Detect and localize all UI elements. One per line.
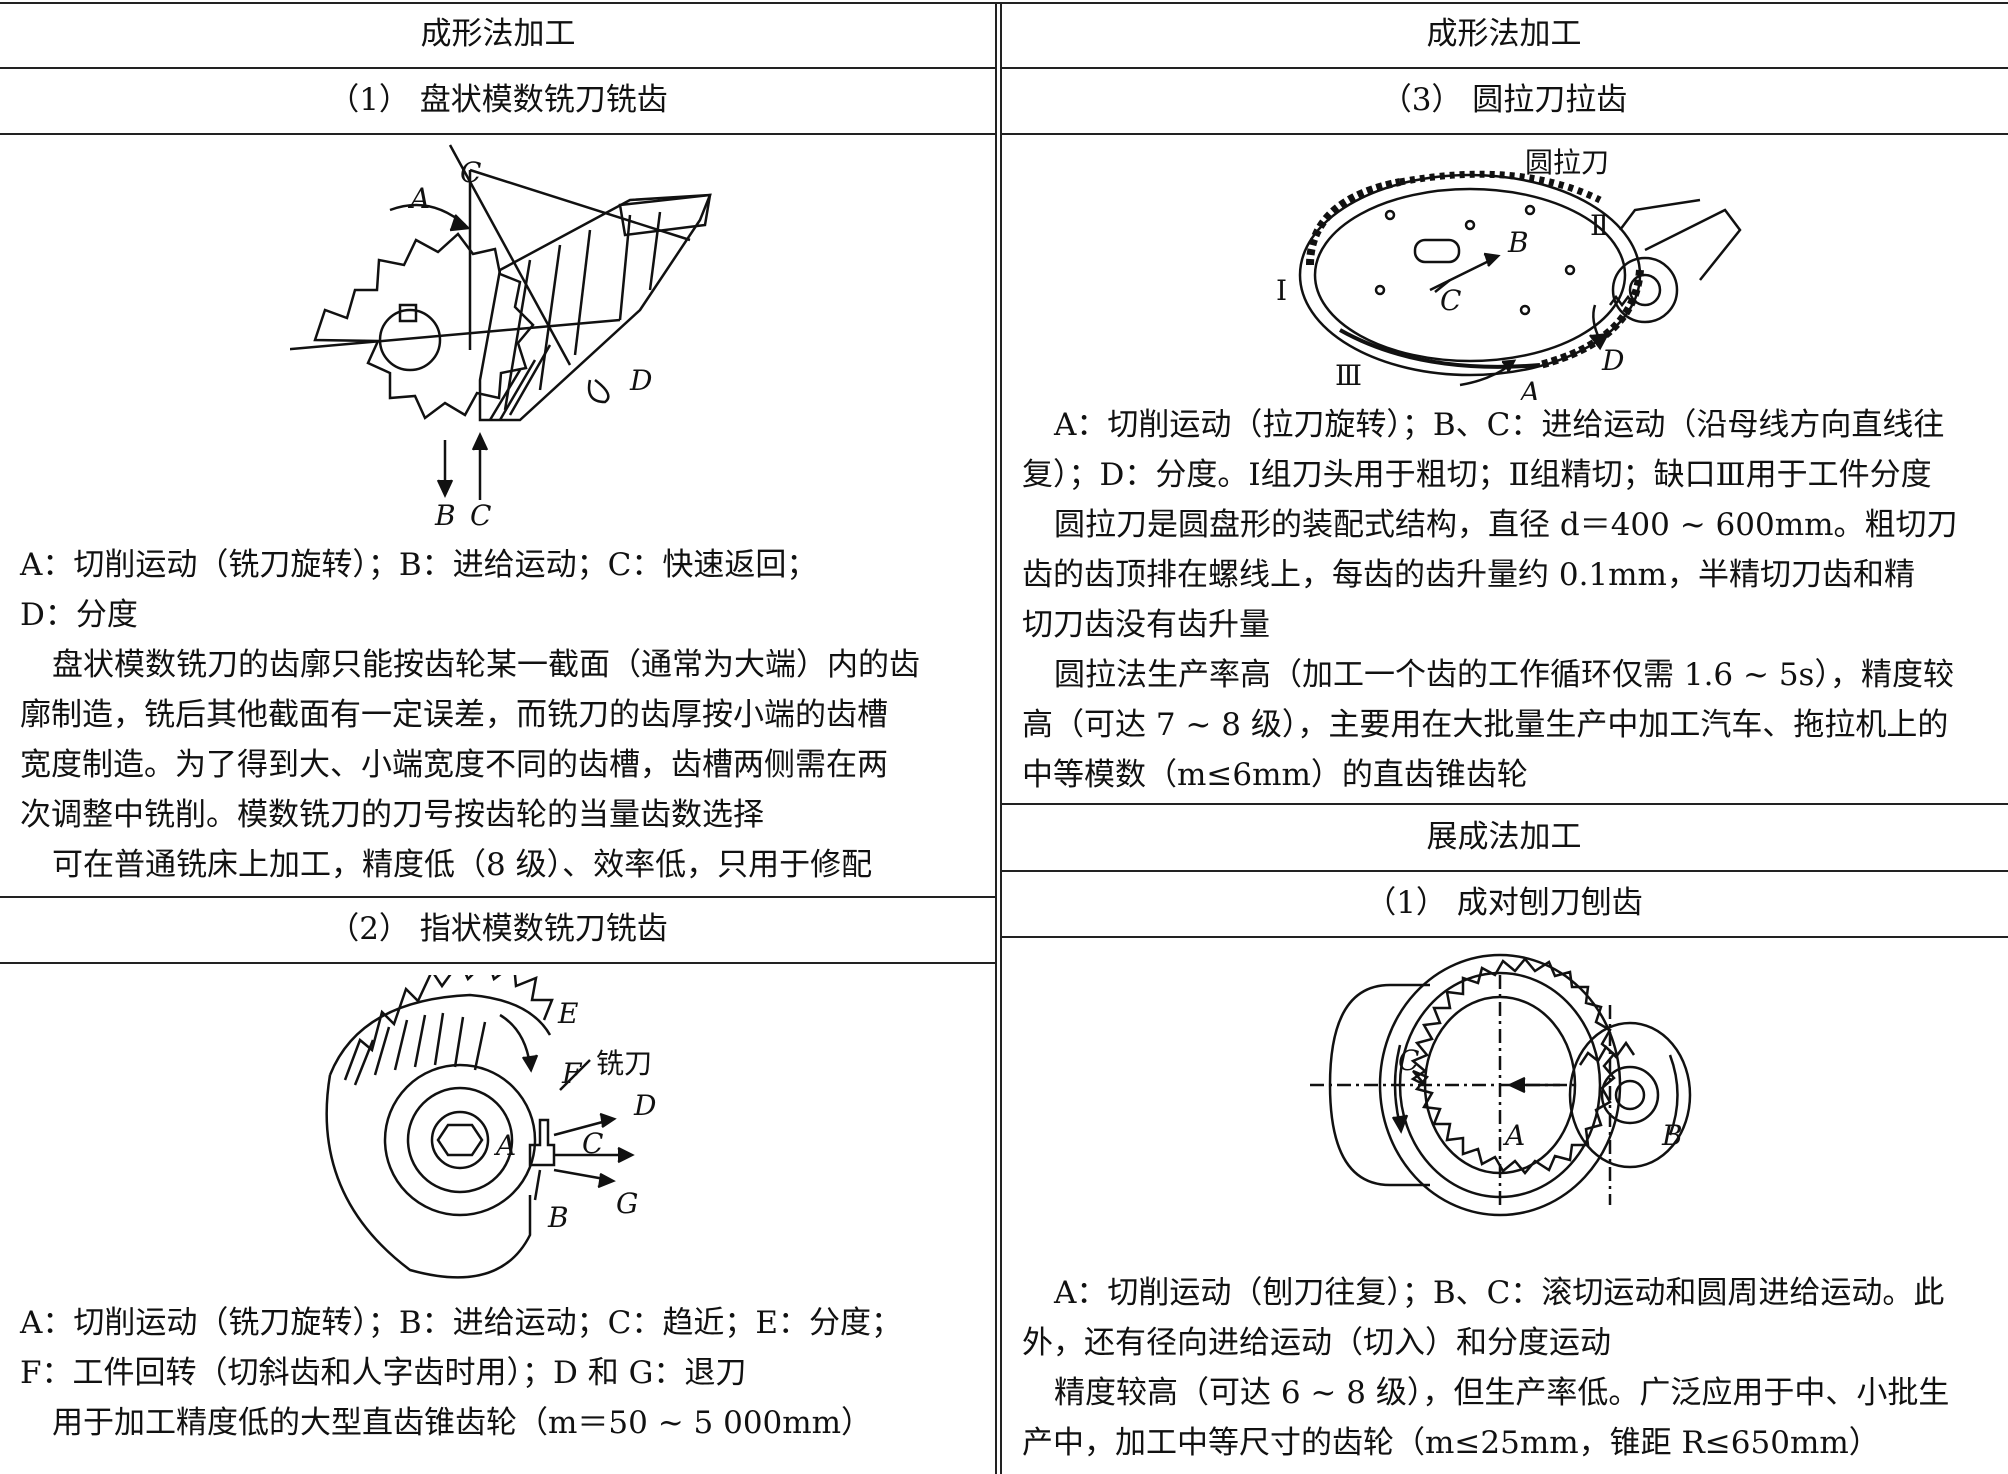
sec2-description: A：切削运动（铣刀旋转）；B：进给运动；C：趋近；E：分度； F：工件回转（切斜… [20,1298,980,1448]
sec1-line-5: 宽度制造。为了得到大、小端宽度不同的齿槽，齿槽两侧需在两 [20,747,888,783]
fig1-label-C: C [470,499,491,532]
fig2-label-D: D [633,1089,656,1122]
left-header: 成形法加工 [420,16,576,52]
sec4-line-2: 外，还有径向进给运动（切入）和分度运动 [1022,1325,1611,1361]
sec4-line-3: 精度较高（可达 6 ~ 8 级），但生产率低。广泛应用于中、小批生 [1054,1375,1950,1411]
fig3-label-B: B [1507,226,1529,259]
sec3-line-4: 齿的齿顶排在螺线上，每齿的齿升量约 0.1mm，半精切刀齿和精 [1022,557,1915,593]
center-divider-2 [1000,2,1002,1474]
top-border [0,2,2008,4]
right-header-rule [1000,67,2008,69]
sec3-line-2: 复）；D：分度。Ⅰ组刀头用于粗切；Ⅱ组精切；缺口Ⅲ用于工件分度 [1022,457,1932,493]
left-sec2-title: （2） 指状模数铣刀铣齿 [328,911,668,947]
left-sec2-rule [0,962,996,964]
fig2-label-E: E [557,997,578,1030]
fig1-label-D: D [629,364,652,397]
fig-circular-broach: 圆拉刀 Ⅱ Ⅰ Ⅲ A B C D [1270,140,1750,400]
fig3-label-I: Ⅰ [1276,274,1287,307]
sec2-line-1: A：切削运动（铣刀旋转）；B：进给运动；C：趋近；E：分度； [20,1305,903,1341]
sec3-description: A：切削运动（拉刀旋转）；B、C：进给运动（沿母线方向直线往 复）；D：分度。Ⅰ… [1022,400,1990,800]
sec2-line-2: F：工件回转（切斜齿和人字齿时用）；D 和 G：退刀 [20,1355,747,1391]
sec1-line-7: 可在普通铣床上加工，精度低（8 级）、效率低，只用于修配 [52,847,873,883]
fig3-label-II: Ⅱ [1590,209,1609,242]
fig-paired-planing-tools: C A B [1300,945,1720,1230]
fig3-label-III: Ⅲ [1335,359,1362,392]
sec3-line-3: 圆拉刀是圆盘形的装配式结构，直径 d＝400 ~ 600mm。粗切刀 [1054,507,1958,543]
fig1-label-B: B [434,499,456,532]
right-header2: 展成法加工 [1426,819,1582,855]
sec1-line-6: 次调整中铣削。模数铣刀的刀号按齿轮的当量齿数选择 [20,797,764,833]
sec1-line-2: D：分度 [20,597,138,633]
fig2-label-G: G [616,1187,638,1220]
fig1-label-A: A [407,182,430,215]
right-sec3-title: （3） 圆拉刀拉齿 [1380,82,1628,118]
sec3-line-6: 圆拉法生产率高（加工一个齿的工作循环仅需 1.6 ~ 5s），精度较 [1054,657,1954,693]
right-header2-rule [1000,870,2008,872]
fig1-label-C-top: C [460,156,481,189]
fig2-label-cutter: 铣刀 [596,1047,652,1080]
right-header2-top-rule [1000,803,2008,805]
right-sec4-title: （1） 成对刨刀刨齿 [1365,885,1643,921]
fig-disk-milling-cutter: A B C D C [290,140,730,540]
left-sec1-rule [0,133,996,135]
sec3-line-7: 高（可达 7 ~ 8 级），主要用在大批量生产中加工汽车、拖拉机上的 [1022,707,1949,743]
fig4-label-B: B [1661,1119,1683,1152]
right-header: 成形法加工 [1426,16,1582,52]
sec1-description: A：切削运动（铣刀旋转）；B：进给运动；C：快速返回； D：分度 盘状模数铣刀的… [20,540,980,890]
fig4-label-C: C [1398,1044,1419,1077]
sec1-line-3: 盘状模数铣刀的齿廓只能按齿轮某一截面（通常为大端）内的齿 [52,647,920,683]
sec2-line-3: 用于加工精度低的大型直齿锥齿轮（m＝50 ~ 5 000mm） [52,1405,873,1441]
sec1-line-4: 廓制造，铣后其他截面有一定误差，而铣刀的齿厚按小端的齿槽 [20,697,888,733]
left-sec2-top-rule [0,896,996,898]
fig2-label-B: B [547,1201,569,1234]
left-sec1-title: （1） 盘状模数铣刀铣齿 [328,82,668,118]
sec1-line-1: A：切削运动（铣刀旋转）；B：进给运动；C：快速返回； [20,547,818,583]
sec3-line-8: 中等模数（m≤6mm）的直齿锥齿轮 [1022,757,1528,793]
sec4-description: A：切削运动（刨刀往复）；B、C：滚切运动和圆周进给运动。此 外，还有径向进给运… [1022,1268,1990,1468]
center-divider [995,2,997,1474]
sec4-line-4: 产中，加工中等尺寸的齿轮（m≤25mm，锥距 R≤650mm） [1022,1425,1880,1461]
right-sec4-rule [1000,936,2008,938]
right-sec3-rule [1000,133,2008,135]
left-header-rule [0,67,996,69]
fig4-label-A: A [1502,1119,1525,1152]
fig2-label-A: A [493,1129,516,1162]
sec3-line-5: 切刀齿没有齿升量 [1022,607,1270,643]
fig3-label-broach: 圆拉刀 [1525,146,1609,179]
fig2-label-C: C [582,1127,603,1160]
fig3-label-A: A [1517,376,1540,400]
fig2-label-F: F [561,1057,583,1090]
sec4-line-1: A：切削运动（刨刀往复）；B、C：滚切运动和圆周进给运动。此 [1054,1275,1945,1311]
fig3-label-C: C [1440,284,1461,317]
sec3-line-1: A：切削运动（拉刀旋转）；B、C：进给运动（沿母线方向直线往 [1054,407,1945,443]
fig-finger-milling-cutter: E F 铣刀 D A C B G [300,975,700,1300]
fig3-label-D: D [1601,344,1624,377]
